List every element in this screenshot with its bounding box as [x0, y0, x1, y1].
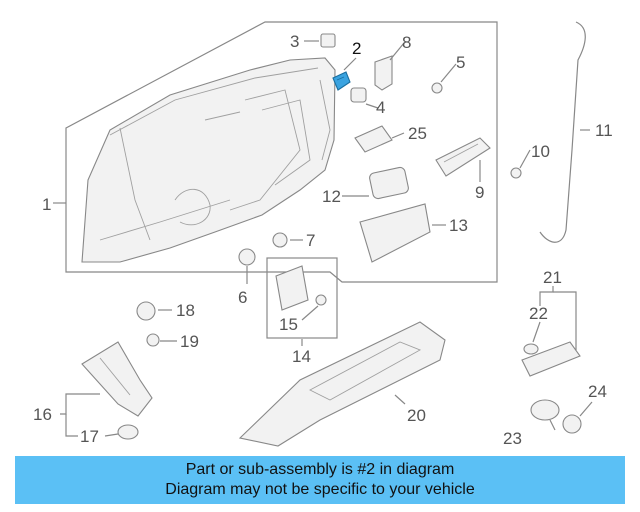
callout-4: 4: [376, 98, 385, 117]
callout-1: 1: [42, 195, 51, 214]
callout-9: 9: [475, 183, 484, 202]
bracket-part-8: [374, 55, 393, 91]
lamp-part-21: [521, 341, 581, 377]
callout-2: 2: [352, 39, 361, 58]
callout-10: 10: [531, 142, 550, 161]
callout-13: 13: [449, 216, 468, 235]
cap-part-24: [562, 414, 582, 434]
clip-part-17: [117, 424, 139, 440]
callout-25: 25: [408, 124, 427, 143]
callout-3: 3: [290, 32, 299, 51]
callout-19: 19: [180, 332, 199, 351]
callout-15: 15: [279, 315, 298, 334]
caption-line-2: Diagram may not be specific to your vehi…: [165, 481, 475, 498]
caption-banner: Part or sub-assembly is #2 in diagram Di…: [15, 456, 625, 504]
screw-part-15: [315, 294, 327, 306]
callout-12: 12: [322, 187, 341, 206]
clip-part-7: [272, 232, 288, 248]
cable-part-11: [539, 21, 586, 243]
parts-diagram: 1 2 3 4 5 6 7 8 9 10 11 12 13 14 15 16 1…: [33, 21, 613, 448]
callout-22: 22: [529, 304, 548, 323]
handle-part-12: [369, 166, 409, 200]
leader-lines: [53, 40, 593, 437]
panel-part-20: [238, 321, 446, 447]
bulb-part-22: [523, 343, 539, 355]
handle-part-15: [275, 265, 309, 311]
callout-23: 23: [503, 429, 522, 448]
panel-part-25: [354, 125, 393, 153]
callout-8: 8: [402, 33, 411, 52]
screw-part-10: [510, 167, 522, 179]
callout-5: 5: [456, 53, 465, 72]
screw-part-19: [146, 333, 160, 347]
subassembly-box-14: [266, 257, 338, 339]
caption-line-1: Part or sub-assembly is #2 in diagram: [185, 461, 455, 478]
callout-7: 7: [306, 231, 315, 250]
callout-14: 14: [292, 347, 311, 366]
fastener-part-4: [350, 87, 367, 103]
callout-24: 24: [588, 382, 607, 401]
callout-18: 18: [176, 301, 195, 320]
callout-20: 20: [407, 406, 426, 425]
bracket-part-2: [332, 71, 351, 91]
assembly-outline: [65, 21, 498, 283]
callout-17: 17: [80, 427, 99, 446]
callout-6: 6: [238, 288, 247, 307]
lamp-part-9: [435, 137, 491, 177]
screw-part-5: [431, 82, 443, 94]
callout-16: 16: [33, 405, 52, 424]
callout-21: 21: [543, 268, 562, 287]
callout-11: 11: [595, 121, 613, 140]
quarter-trim-panel: [81, 57, 336, 263]
nut-part-6: [238, 248, 256, 266]
trim-part-13: [359, 203, 431, 263]
clip-part-18: [136, 301, 156, 321]
socket-part-23: [530, 399, 560, 421]
clip-part-3: [320, 33, 336, 48]
